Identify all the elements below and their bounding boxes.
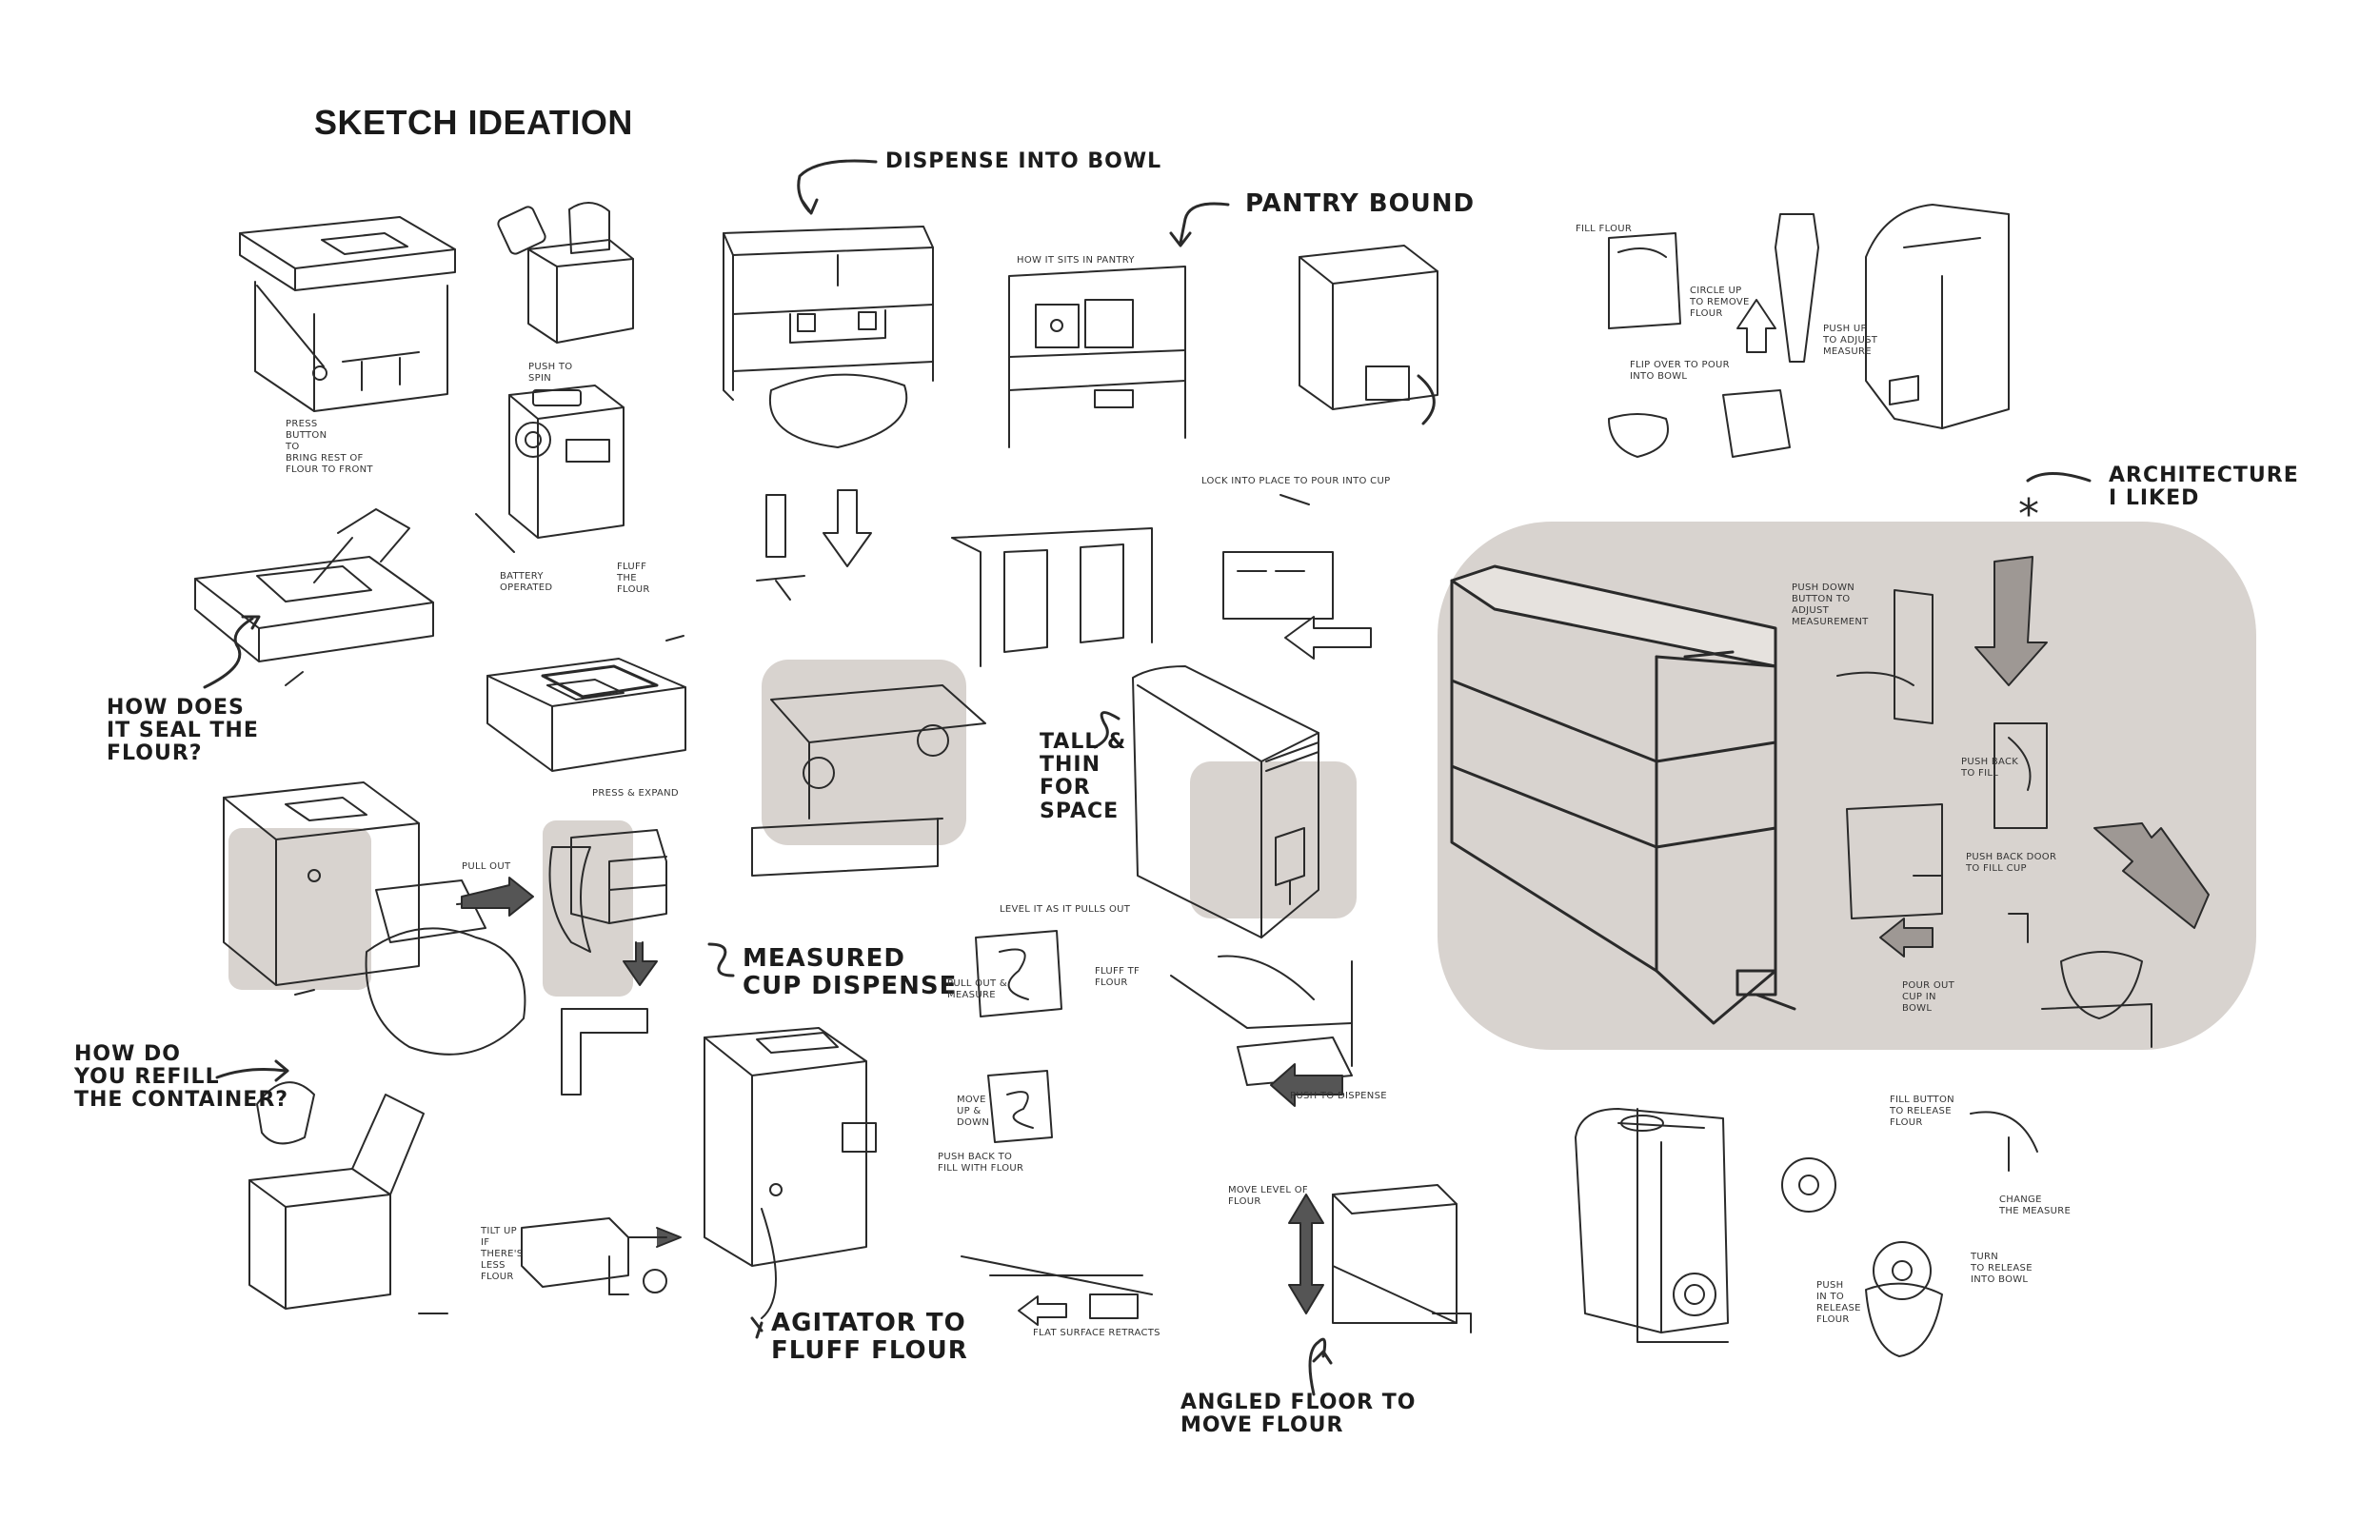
- note-pour-out: POUR OUT CUP IN BOWL: [1902, 980, 1955, 1014]
- sketch-spin-box: [475, 385, 625, 553]
- callout-measured-cup: MEASURED CUP DISPENSE: [743, 944, 958, 1000]
- left-arrow-1: [1284, 616, 1372, 660]
- sketch-architecture-unit: [1450, 564, 1796, 1025]
- sketch-open-bin: [951, 527, 1153, 667]
- note-push-back-fill: PUSH BACK TO FILL WITH FLOUR: [938, 1152, 1024, 1174]
- note-change-measure: CHANGE THE MEASURE: [1999, 1194, 2072, 1216]
- callout-seal: HOW DOES IT SEAL THE FLOUR?: [107, 696, 259, 766]
- sketch-seal-lid: [486, 635, 686, 772]
- note-press-expand: PRESS & EXPAND: [592, 788, 679, 799]
- note-flip-over: FLIP OVER TO POUR INTO BOWL: [1630, 360, 1730, 382]
- sketch-retract-surface: [961, 1255, 1153, 1319]
- sketch-flour-bag-box: [497, 202, 634, 344]
- note-push-back-door: PUSH BACK DOOR TO FILL CUP: [1966, 852, 2057, 874]
- page-title: SKETCH IDEATION: [314, 103, 633, 142]
- note-tilt-up: TILT UP IF THERE'S LESS FLOUR: [481, 1226, 524, 1282]
- left-arrow-2: [1018, 1295, 1067, 1326]
- callout-agitator: AGITATOR TO FLUFF FLOUR: [771, 1309, 968, 1365]
- callout-connectors: [203, 159, 2092, 1396]
- callout-architecture: ARCHITECTURE I LIKED: [2109, 464, 2299, 511]
- callout-tall-thin: TALL & THIN FOR SPACE: [1040, 730, 1127, 823]
- diag-arrow: [2093, 822, 2210, 929]
- down-arrow-2: [1974, 556, 2048, 686]
- note-fill-flour: FILL FLOUR: [1576, 224, 1633, 234]
- note-push-up-adjust: PUSH UP TO ADJUST MEASURE: [1823, 324, 1878, 357]
- up-down-arrow: [1288, 1194, 1324, 1314]
- sketch-tall-thin-unit: [1132, 665, 1319, 938]
- callout-pantry-bound: PANTRY BOUND: [1245, 189, 1476, 218]
- note-lock-place: LOCK INTO PLACE TO POUR INTO CUP: [1201, 476, 1391, 486]
- sketch-dial-detail: [1781, 1111, 2038, 1357]
- sketch-round-dial-unit: [1575, 1108, 1729, 1343]
- down-arrow-1: [823, 489, 872, 567]
- highlight-backgrounds: [228, 522, 2256, 1050]
- sketch-agitator-unit: [704, 1027, 877, 1319]
- sketch-bowl-cabinet: [723, 226, 934, 448]
- note-fluff-flour: FLUFF TF FLOUR: [1095, 966, 1140, 988]
- highlight-patch-1: [228, 828, 371, 990]
- sketch-refill-box: [248, 1081, 448, 1314]
- star-mark: *: [2018, 490, 2039, 539]
- note-fluff: FLUFF THE FLOUR: [617, 562, 650, 595]
- note-flat-surface: FLAT SURFACE RETRACTS: [1033, 1328, 1160, 1338]
- sketch-pantry-shelf: [1008, 266, 1186, 448]
- note-push-back-fill-2: PUSH BACK TO FILL: [1961, 757, 2019, 779]
- sketch-measured-mechanism: [975, 930, 1062, 1143]
- note-pull-out: PULL OUT: [462, 861, 511, 872]
- note-press-button: PRESS BUTTON TO BRING REST OF FLOUR TO F…: [286, 419, 373, 475]
- sketch-hinged-container: [751, 684, 986, 877]
- note-sits-pantry: HOW IT SITS IN PANTRY: [1017, 255, 1135, 266]
- sketch-architecture-details: [1836, 589, 2152, 1048]
- sketch-scoop-handle: [1722, 213, 1819, 458]
- note-move-updown: MOVE UP & DOWN: [957, 1095, 990, 1128]
- left-arrow-4: [1879, 918, 1934, 958]
- sketch-tilt-device: [521, 1217, 682, 1295]
- note-push-spin: PUSH TO SPIN: [528, 362, 573, 384]
- note-move-level: MOVE LEVEL OF FLOUR: [1228, 1185, 1308, 1207]
- architecture-highlight: [1438, 522, 2256, 1050]
- sketch-pantry-box: [1299, 245, 1438, 425]
- sketch-flat-box-hand: [194, 508, 434, 686]
- note-circle-up: CIRCLE UP TO REMOVE FLOUR: [1690, 286, 1750, 319]
- sketch-fill-flour-box: [1608, 232, 1681, 458]
- sketch-tall-rounded-unit: [1865, 204, 2010, 429]
- left-arrow-3: [1270, 1063, 1343, 1107]
- callout-refill: HOW DO YOU REFILL THE CONTAINER?: [74, 1042, 289, 1113]
- note-push-down-button: PUSH DOWN BUTTON TO ADJUST MEASUREMENT: [1792, 582, 1869, 627]
- up-arrow-1: [1736, 299, 1776, 353]
- highlight-patch-2: [543, 820, 633, 997]
- sketch-angled-floor: [1332, 1184, 1472, 1333]
- sketch-lock-cup: [1222, 494, 1334, 620]
- note-battery: BATTERY OPERATED: [500, 571, 553, 593]
- highlight-patch-3: [762, 660, 966, 845]
- callout-dispense-bowl: DISPENSE INTO BOWL: [885, 149, 1162, 173]
- sketch-box-button: [239, 216, 456, 412]
- callout-angled-floor: ANGLED FLOOR TO MOVE FLOUR: [1180, 1391, 1417, 1438]
- sketch-press-expand: [548, 829, 667, 1096]
- highlight-patch-4: [1190, 761, 1357, 918]
- sketch-slider: [756, 494, 805, 601]
- sketch-push-dispense: [1170, 955, 1353, 1086]
- note-push-dispense: PUSH TO DISPENSE: [1290, 1091, 1387, 1101]
- pull-out-arrow: [461, 877, 534, 917]
- note-turn-release: TURN TO RELEASE INTO BOWL: [1971, 1252, 2033, 1285]
- note-level-it: LEVEL IT AS IT PULLS OUT: [1000, 904, 1131, 915]
- note-push-release: PUSH IN TO RELEASE FLOUR: [1816, 1280, 1861, 1325]
- note-fill-button: FILL BUTTON TO RELEASE FLOUR: [1890, 1095, 1954, 1128]
- note-pull-measure: PULL OUT & MEASURE: [947, 978, 1007, 1000]
